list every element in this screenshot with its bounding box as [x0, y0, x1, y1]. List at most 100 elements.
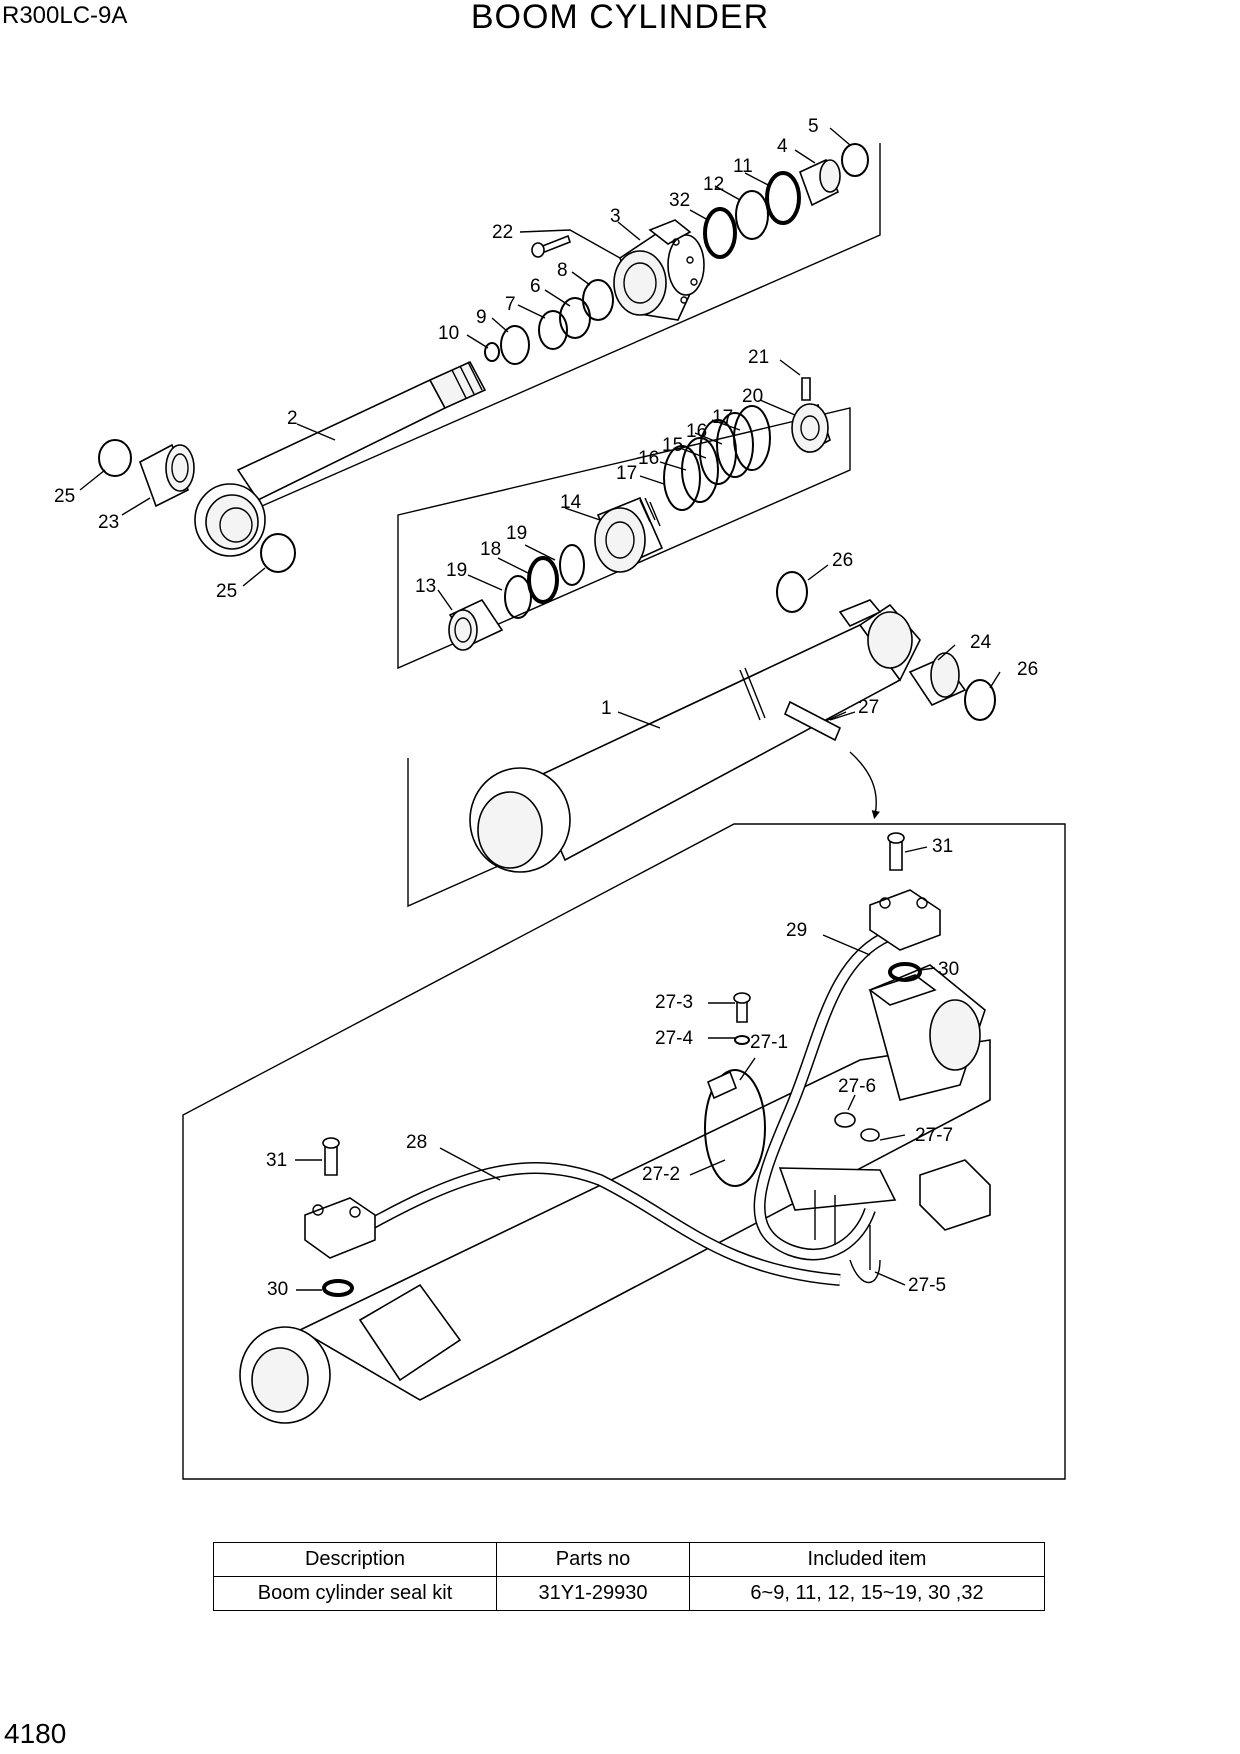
column-header: Parts no	[496, 1542, 690, 1577]
callout-25-lower: 25	[216, 581, 237, 602]
cylinder-tube	[469, 599, 921, 873]
leader-lines	[79, 127, 1001, 1291]
callout-10: 10	[438, 323, 459, 344]
callout-17-upper: 17	[712, 407, 733, 428]
dust-seal-25-upper	[98, 439, 132, 477]
callout-31-upper: 31	[932, 836, 953, 857]
callout-27-2: 27-2	[642, 1164, 680, 1185]
piston-rod	[194, 360, 487, 557]
callout-27-5: 27-5	[908, 1275, 946, 1296]
callout-24: 24	[970, 632, 992, 653]
callout-3: 3	[610, 206, 621, 227]
callout-5: 5	[808, 116, 819, 137]
washer-27-4	[734, 1035, 750, 1045]
callout-4: 4	[777, 136, 788, 157]
callout-16-lower: 16	[638, 448, 659, 469]
callout-30-upper: 30	[938, 959, 959, 980]
model-code: R300LC-9A	[2, 2, 128, 29]
piston-group-outline	[397, 407, 851, 670]
bushing-23	[139, 443, 195, 508]
piston-14	[594, 496, 664, 573]
callout-9: 9	[476, 307, 487, 328]
flange-lower	[304, 1197, 376, 1259]
set-screw-21	[801, 377, 811, 401]
rod-cover	[613, 219, 705, 321]
callout-23: 23	[98, 512, 119, 533]
ring-16-upper	[716, 412, 754, 478]
washer-27-7	[860, 1128, 880, 1142]
callout-8: 8	[557, 260, 568, 281]
snap-ring-26-lower	[964, 679, 996, 721]
o-ring-30-lower	[322, 1279, 354, 1297]
callout-31-lower: 31	[266, 1150, 287, 1171]
callout-25-upper: 25	[54, 486, 75, 507]
callout-27-7: 27-7	[915, 1125, 953, 1146]
table-row: Boom cylinder seal kit 31Y1-29930 6~9, 1…	[213, 1576, 1045, 1611]
o-ring-30-upper	[888, 962, 922, 982]
callout-15: 15	[662, 435, 683, 456]
ring-8	[582, 279, 614, 321]
callout-22: 22	[492, 222, 513, 243]
ring-12	[735, 190, 769, 240]
nut-27-6	[834, 1112, 856, 1128]
callout-7: 7	[505, 294, 516, 315]
seal-kit-table: Description Parts no Included item Boom …	[213, 1542, 1045, 1611]
callout-2: 2	[287, 408, 298, 429]
callout-labels: 5 4 11 12 32 3 22 8 6 7 9 10 2 25 23 25 …	[54, 116, 1038, 1300]
callout-11: 11	[733, 156, 753, 177]
clamp-assembly-27	[704, 1069, 991, 1284]
callout-17-lower: 17	[616, 463, 637, 484]
ring-9	[500, 325, 530, 365]
ring-19-left	[504, 575, 532, 619]
detail-arrow	[849, 751, 880, 820]
callout-13: 13	[415, 576, 436, 597]
callout-26-upper: 26	[832, 550, 853, 571]
callout-30-lower: 30	[267, 1279, 288, 1300]
callout-19-left: 19	[446, 560, 467, 581]
bolt-31-lower	[322, 1137, 340, 1176]
ring-7	[538, 310, 568, 350]
cushion-ring-13	[448, 598, 504, 651]
callout-27-6: 27-6	[838, 1076, 876, 1097]
table-cell-parts-no: 31Y1-29930	[496, 1576, 690, 1611]
detail-box	[182, 823, 1066, 1480]
bushing-4	[798, 158, 841, 207]
callout-32: 32	[669, 190, 690, 211]
callout-14: 14	[560, 492, 582, 513]
pipe-29-inner	[755, 930, 892, 1259]
callout-27-4: 27-4	[655, 1028, 693, 1049]
table-header-row: Description Parts no Included item	[213, 1542, 1045, 1577]
socket-bolt-22	[531, 234, 571, 258]
callout-6: 6	[530, 276, 541, 297]
callout-26-lower: 26	[1017, 659, 1038, 680]
dust-seal-25-lower	[260, 533, 296, 573]
rod-group-outline	[229, 143, 881, 521]
pipe-28-inner	[357, 1163, 841, 1285]
table-cell-description: Boom cylinder seal kit	[213, 1576, 497, 1611]
callout-29: 29	[786, 920, 807, 941]
page-number: 4180	[4, 1718, 67, 1749]
bolt-27-3	[733, 992, 751, 1023]
callout-1: 1	[601, 698, 612, 719]
table-cell-included-item: 6~9, 11, 12, 15~19, 30 ,32	[689, 1576, 1045, 1611]
callout-18: 18	[480, 539, 501, 560]
ring-10	[484, 342, 500, 362]
o-ring-11	[765, 171, 801, 225]
page-title: BOOM CYLINDER	[470, 0, 770, 36]
bushing-24	[908, 652, 967, 707]
callout-27: 27	[858, 697, 879, 718]
callout-16-upper: 16	[686, 421, 707, 442]
callout-28: 28	[406, 1132, 427, 1153]
flange-upper	[869, 889, 941, 951]
column-header: Description	[213, 1542, 497, 1577]
callout-27-3: 27-3	[655, 992, 693, 1013]
callout-12: 12	[703, 174, 724, 195]
ring-15	[699, 419, 737, 485]
ring-17-lower	[663, 445, 701, 511]
callout-20: 20	[742, 386, 763, 407]
bolt-31-upper	[887, 832, 905, 871]
ring-19-right	[559, 544, 585, 586]
piston-nut-20	[791, 403, 831, 454]
callout-27-1: 27-1	[750, 1032, 788, 1053]
